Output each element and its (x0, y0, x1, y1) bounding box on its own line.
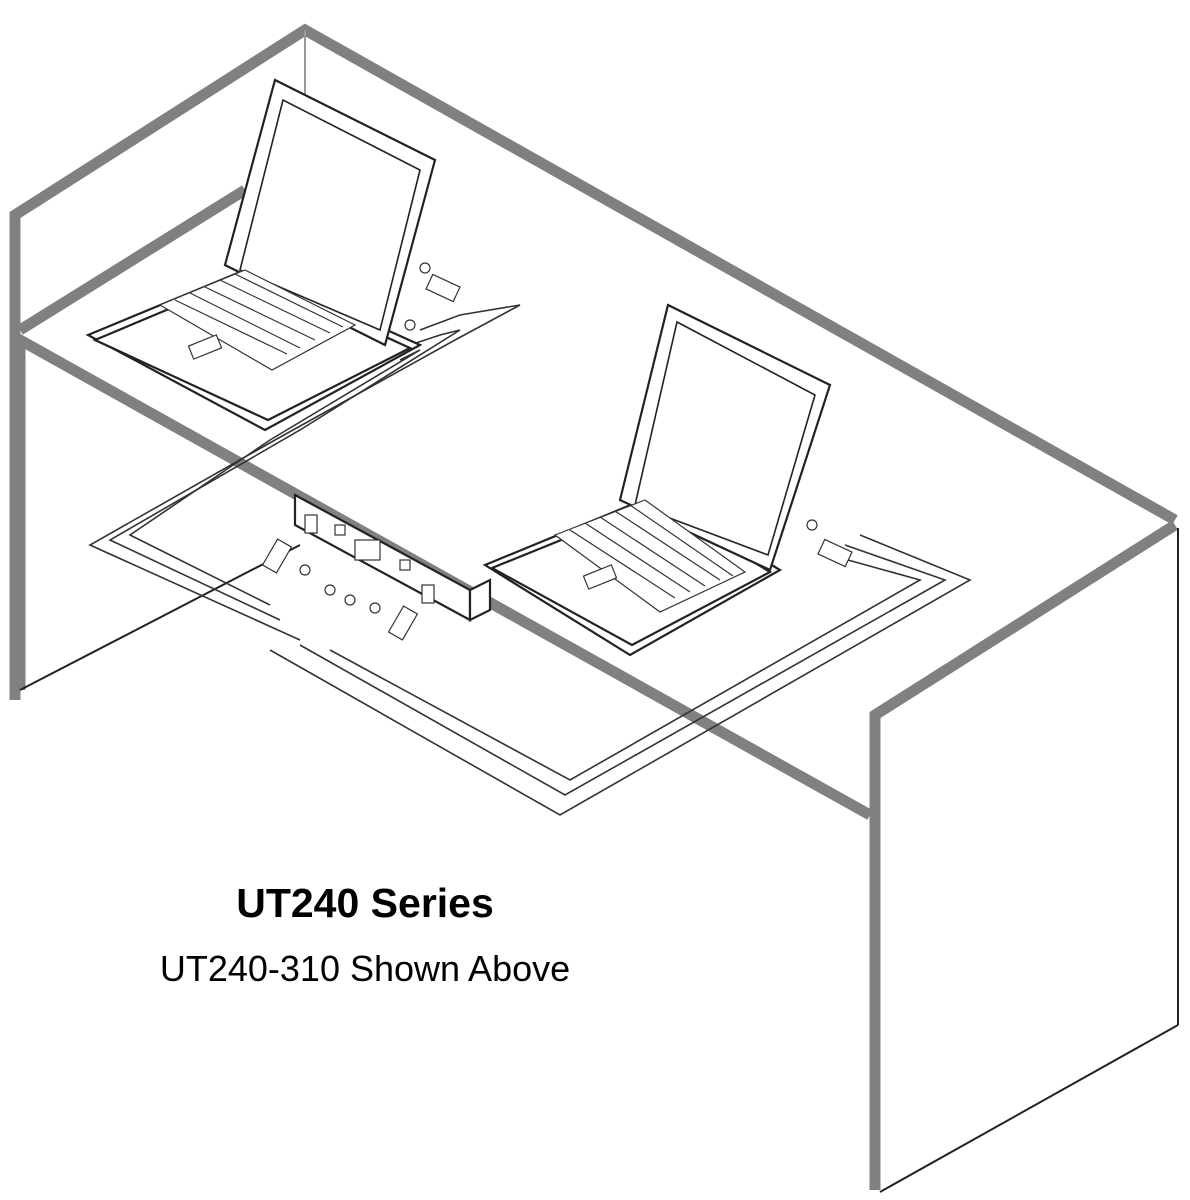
connectors (261, 262, 853, 641)
desk-outline (9, 23, 1179, 1193)
diagram-subtitle: UT240-310 Shown Above (159, 948, 571, 989)
keyboard-right (553, 499, 747, 613)
laptop-right (482, 303, 832, 657)
keyboard-left (158, 269, 357, 371)
diagram-title: UT240 Series (236, 880, 494, 926)
wires (88, 304, 972, 816)
connectivity-box (293, 493, 492, 622)
laptop-left (85, 78, 437, 432)
